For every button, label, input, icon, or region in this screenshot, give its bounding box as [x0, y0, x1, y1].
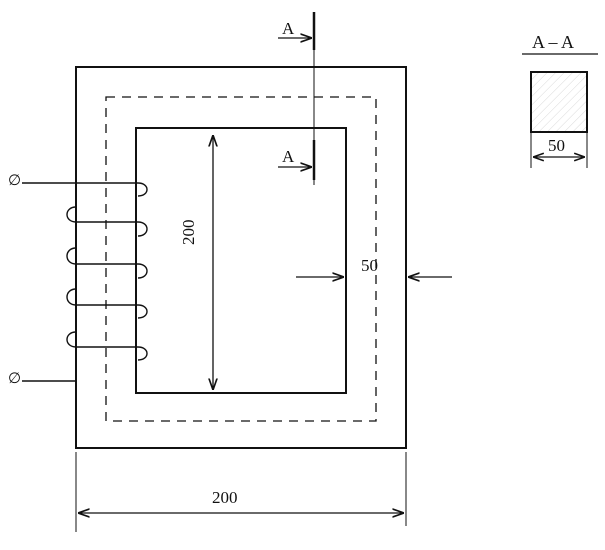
terminal-top-symbol: ∅ [8, 173, 22, 189]
section-view-hatch [531, 72, 587, 132]
section-view-square [530, 71, 588, 133]
section-view-width-label: 50 [548, 136, 565, 155]
winding-coil [22, 182, 148, 382]
mean-flux-path [105, 96, 377, 422]
section-view-title: A – A [532, 32, 575, 52]
terminal-bottom-symbol: ∅ [8, 371, 22, 387]
core-window-outline [135, 127, 347, 394]
inner-height-label: 200 [179, 219, 198, 246]
limb-width-label: 50 [361, 256, 378, 275]
section-marker-top: A [282, 19, 295, 38]
section-marker-middle: A [282, 147, 295, 166]
outer-width-label: 200 [212, 488, 238, 507]
core-outer-outline [75, 66, 407, 449]
